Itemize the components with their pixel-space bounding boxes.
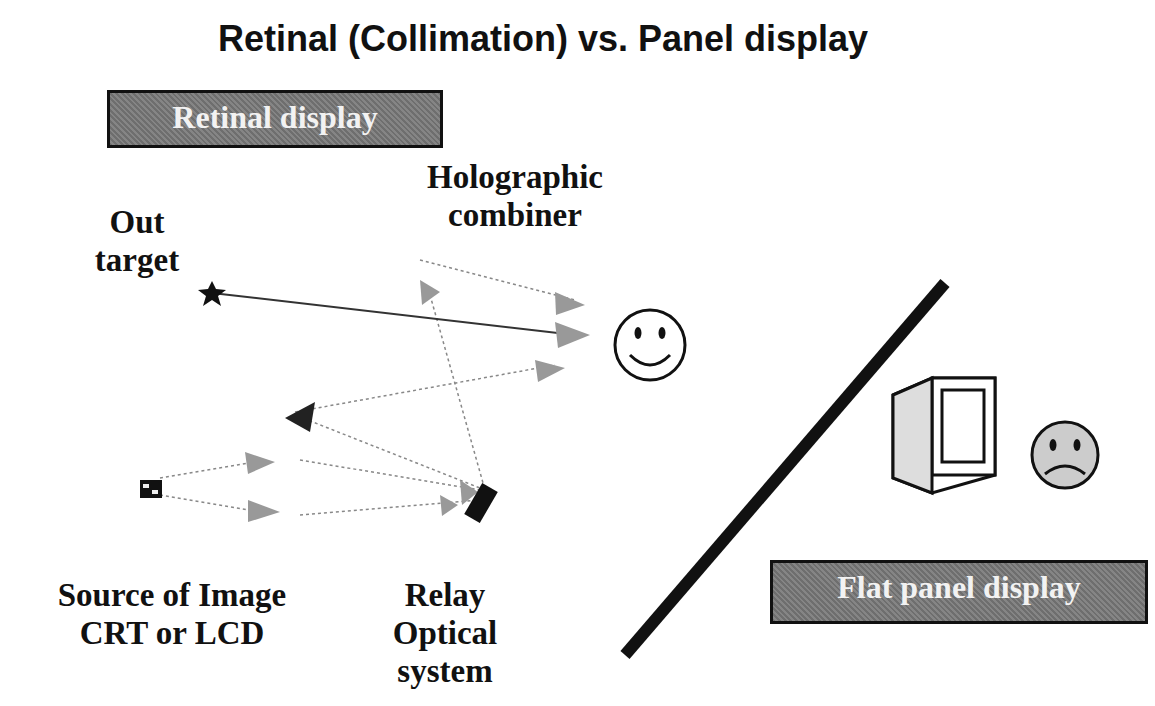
- part-label: Source of Image CRT or LCD: [22, 576, 322, 652]
- box-text: Retinal display: [120, 97, 430, 137]
- label-box: Retinal display: [107, 90, 443, 148]
- part-label: Out target: [72, 203, 202, 279]
- box-text: Flat panel display: [783, 567, 1135, 607]
- label-box: Flat panel display: [770, 560, 1148, 624]
- part-label: Relay Optical system: [360, 576, 530, 690]
- part-label: Holographic combiner: [395, 158, 635, 234]
- diagram-title: Retinal (Collimation) vs. Panel display: [218, 18, 868, 60]
